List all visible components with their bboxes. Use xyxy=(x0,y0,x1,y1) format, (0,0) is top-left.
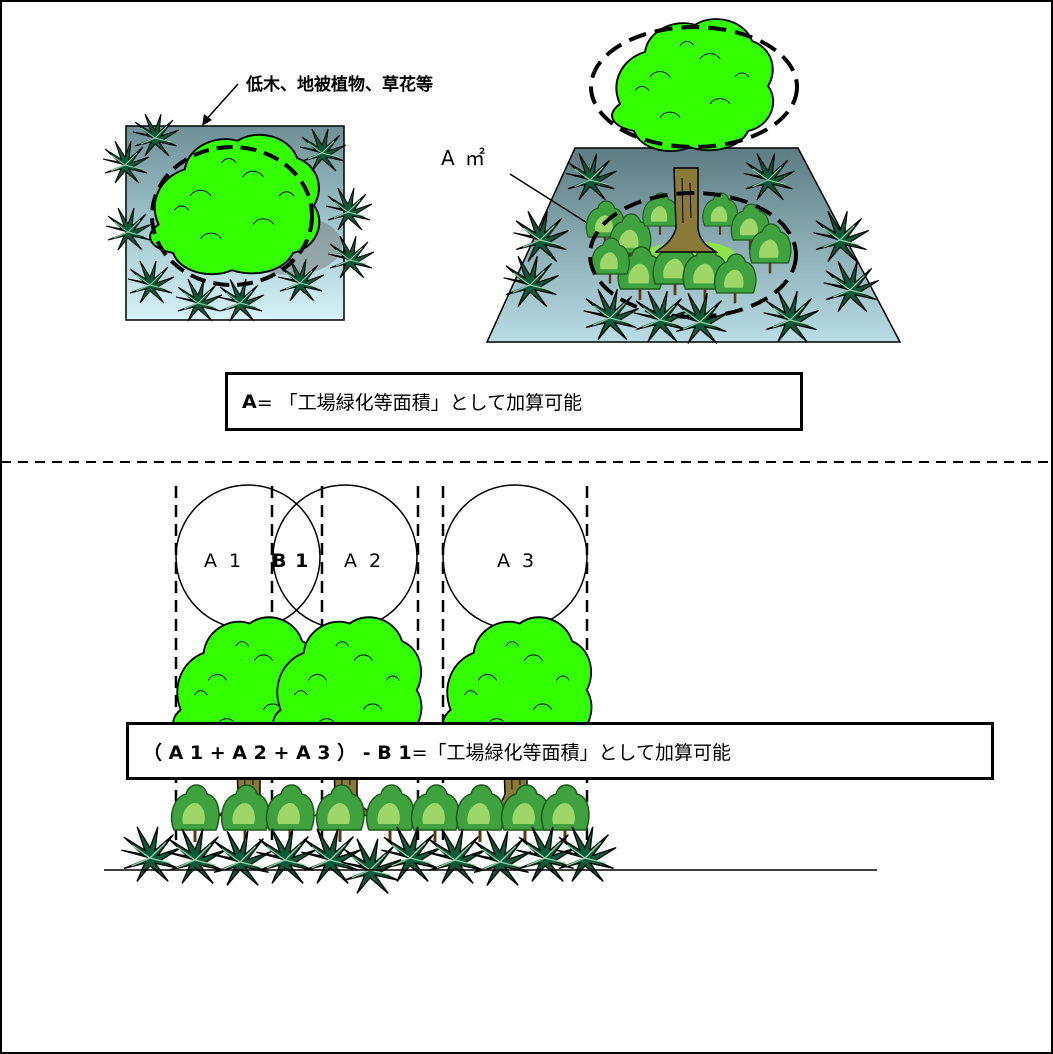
plan-view xyxy=(102,83,375,322)
canopy-outline-dashed xyxy=(150,145,314,287)
formula-top-var: A xyxy=(242,390,257,413)
elevation-view xyxy=(104,484,877,895)
canopy-outline-dashed-top xyxy=(589,25,799,149)
label-b1: B 1 xyxy=(272,550,310,572)
pointer-arrow xyxy=(203,83,239,123)
area-label: A ㎡ xyxy=(441,146,488,170)
formula-box-bottom: （ A 1 + A 2 + A 3 ） - B 1 =「工場緑化等面積」として加… xyxy=(126,722,994,780)
shrub-outline-dashed xyxy=(588,191,798,319)
label-a1: A 1 xyxy=(204,550,245,572)
label-a2: A 2 xyxy=(344,550,385,572)
formula-top-text: = 「工場緑化等面積」として加算可能 xyxy=(256,392,583,414)
formula-bottom-expr: （ A 1 + A 2 + A 3 ） - B 1 xyxy=(143,741,412,764)
formula-bottom-text: =「工場緑化等面積」として加算可能 xyxy=(411,741,731,764)
shrub-label: 低木、地被植物、草花等 xyxy=(246,75,433,95)
formula-box-top: A = 「工場緑化等面積」として加算可能 xyxy=(225,372,803,431)
perspective-view xyxy=(485,17,902,345)
label-a3: A 3 xyxy=(497,550,538,572)
area-leader-line xyxy=(509,173,593,227)
shrub-row xyxy=(170,783,591,844)
